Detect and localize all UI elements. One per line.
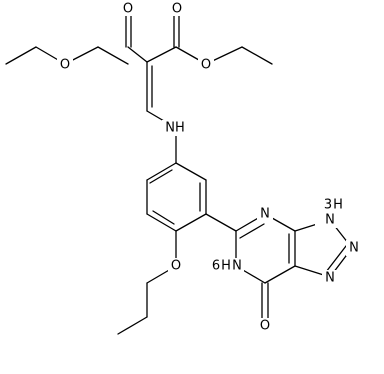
pyrimidine-nh-locant: 6 <box>212 259 220 274</box>
bond-ethyl-left-ch3 <box>5 46 37 65</box>
ester-carbonyl-oxygen-right: O <box>172 2 182 17</box>
bond-benzene-3 <box>146 213 177 232</box>
bond-benzene-6 <box>175 162 207 181</box>
bond-aryl-pyrimidine <box>205 213 237 232</box>
bond-pyr-c5-c6 <box>264 265 296 284</box>
bond-ester-right-c-calpha <box>146 46 177 63</box>
triazole-nh-nitrogen: N <box>325 213 335 228</box>
bond-ethyl-right-ch3 <box>241 46 273 65</box>
propoxy-oxygen: O <box>171 259 181 274</box>
bond-tri-n2-n1-b <box>325 245 347 273</box>
lactam-oxygen: O <box>260 319 270 334</box>
amine-nh: NH <box>165 121 185 136</box>
bond-benzene-1-inner <box>149 169 173 184</box>
ester-oxygen-right: O <box>201 58 211 73</box>
bond-ester-left-c-o <box>97 46 129 65</box>
atom-layer: O O O O NH O N H 3 N N N 6 H N O <box>57 0 362 334</box>
pyrimidine-nh-nitrogen: N <box>232 259 242 274</box>
bond-benzene-4 <box>175 213 207 232</box>
pyrimidine-nitrogen: N <box>260 207 270 222</box>
bond-propoxy-ch2-ch3 <box>117 316 148 335</box>
bond-benzene-3-inner <box>152 210 175 225</box>
bond-benzene-1 <box>146 162 177 181</box>
bond-pyr-c2-n3-inner <box>239 223 265 239</box>
triazole-nitrogen-2: N <box>349 241 359 256</box>
ester-carbonyl-oxygen-left: O <box>123 2 133 17</box>
pyrimidine-nh-hydrogen: H <box>221 259 231 274</box>
triazole-nh-locant: 3 <box>324 198 332 213</box>
triazole-nitrogen-1: N <box>325 271 335 286</box>
ester-oxygen-left: O <box>60 58 70 73</box>
bond-ester-left-c-calpha <box>127 46 148 63</box>
triazole-nh-hydrogen: H <box>333 198 343 213</box>
